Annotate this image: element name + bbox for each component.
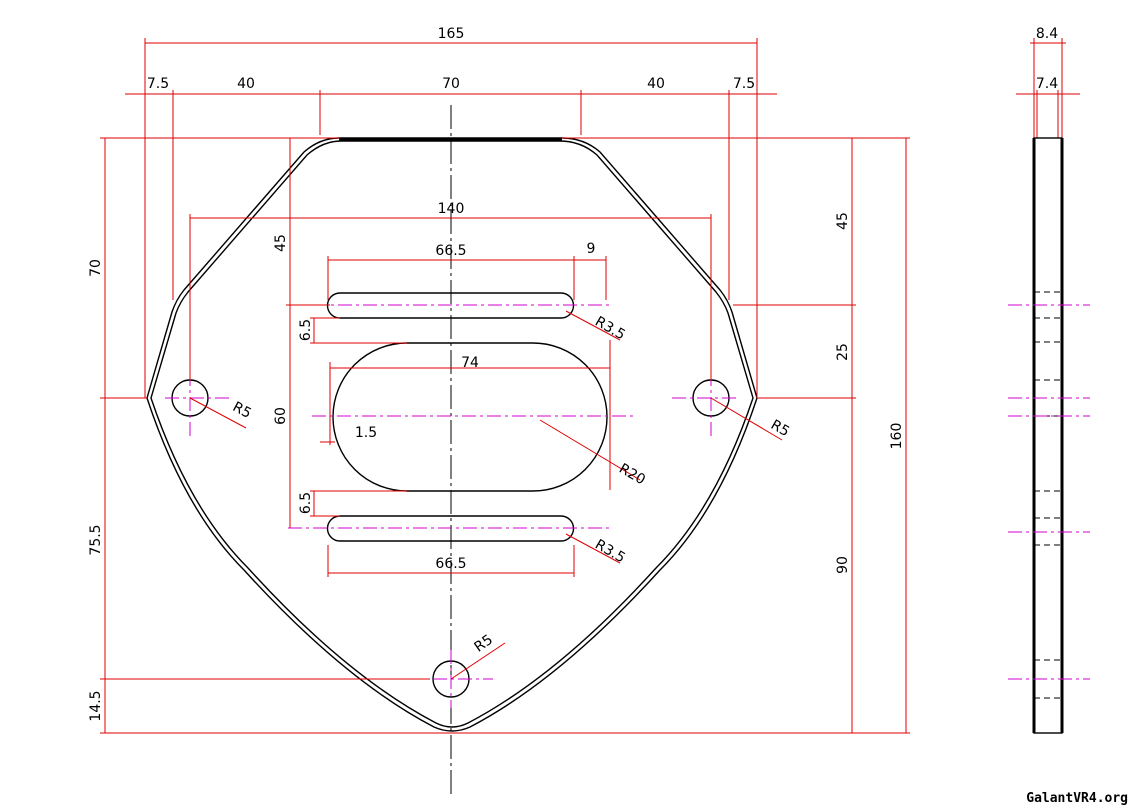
center-lines (165, 105, 740, 795)
dim-large-slot-radius: R20 (616, 461, 648, 489)
dim-slot-length-bottom: 66.5 (435, 556, 466, 572)
dimension-lines (100, 38, 1080, 734)
dim-thickness-inner: 7.4 (1036, 76, 1058, 92)
dim-slot-offset: 9 (587, 241, 596, 257)
dim-hole-radius-right: R5 (768, 417, 792, 440)
dim-right-margin: 7.5 (733, 76, 755, 92)
dim-large-slot-height: 60 (273, 407, 289, 425)
dim-large-slot-length: 74 (461, 355, 479, 371)
bottom-slot (326, 515, 575, 542)
dim-large-slot-offset: 1.5 (355, 425, 377, 441)
dim-overall-width: 165 (438, 26, 465, 42)
dim-left-margin: 7.5 (147, 76, 169, 92)
dim-slot-height-top: 6.5 (298, 319, 314, 341)
dim-left-height-mid: 75.5 (88, 524, 104, 555)
part-outline (146, 137, 758, 732)
dim-center-span: 70 (442, 76, 460, 92)
dim-overall-height: 160 (889, 423, 905, 450)
dim-right-height-bottom: 90 (835, 556, 851, 574)
dim-right-span: 40 (647, 76, 665, 92)
dim-slot-radius-bottom: R3.5 (592, 537, 628, 567)
dim-right-height-mid: 25 (835, 343, 851, 361)
dim-inner-height-45: 45 (273, 234, 289, 252)
dim-slot-radius-top: R3.5 (592, 314, 628, 344)
large-slot (332, 342, 608, 492)
dimension-labels: 165 7.5 40 70 40 7.5 8.4 7.4 140 66.5 9 … (88, 26, 1058, 722)
dim-left-height-top: 70 (88, 259, 104, 277)
top-slot (326, 292, 575, 319)
dim-thickness-outer: 8.4 (1036, 26, 1058, 42)
dim-left-span: 40 (237, 76, 255, 92)
side-view (1008, 137, 1090, 734)
watermark: GalantVR4.org (1026, 791, 1128, 806)
dim-slot-height-bottom: 6.5 (298, 492, 314, 514)
dim-right-height-top: 45 (835, 212, 851, 230)
dim-left-height-bottom: 14.5 (88, 690, 104, 721)
dim-slot-length-top: 66.5 (435, 243, 466, 259)
dim-hole-radius-left: R5 (230, 399, 254, 422)
dim-hole-spacing: 140 (438, 201, 465, 217)
